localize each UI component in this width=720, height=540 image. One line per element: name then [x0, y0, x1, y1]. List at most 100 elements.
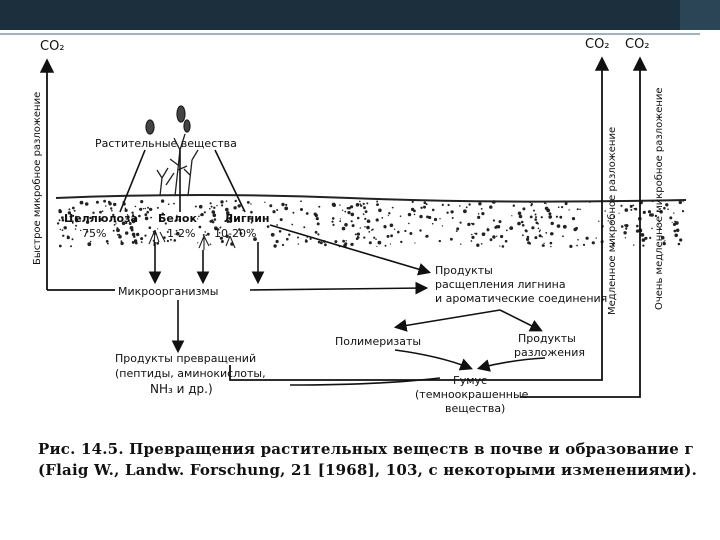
soil-particle: [649, 213, 652, 216]
soil-particle: [342, 227, 346, 231]
soil-particle: [344, 211, 346, 213]
soil-particle: [276, 240, 279, 243]
soil-particle: [106, 240, 109, 243]
soil-particle: [103, 200, 106, 203]
soil-particle: [419, 215, 422, 218]
soil-particle: [385, 227, 387, 229]
soil-particle: [264, 202, 265, 203]
soil-particle: [385, 245, 387, 247]
soil-particle: [67, 236, 70, 239]
soil-particle: [408, 213, 411, 216]
soil-particle: [397, 231, 400, 234]
soil-particle: [621, 225, 624, 228]
soil-particle: [216, 205, 217, 206]
soil-particle: [481, 208, 483, 210]
soil-particle: [482, 232, 486, 236]
soil-particle: [331, 221, 333, 223]
soil-particle: [400, 241, 402, 243]
soil-particle: [679, 238, 682, 241]
soil-particle: [494, 226, 497, 229]
soil-particle: [235, 200, 237, 202]
soil-particle: [347, 211, 350, 214]
soil-particle: [140, 237, 143, 240]
soil-particle: [492, 201, 494, 203]
soil-particle: [400, 215, 402, 217]
soil-particle: [60, 229, 61, 230]
soil-particle: [665, 203, 668, 206]
soil-particle: [161, 199, 164, 202]
lignin-pct: 10-20%: [214, 227, 256, 240]
soil-particle: [195, 206, 197, 208]
soil-particle: [543, 243, 544, 244]
soil-particle: [550, 232, 553, 235]
soil-particle: [509, 226, 513, 230]
soil-particle: [376, 246, 377, 247]
soil-particle: [544, 202, 546, 204]
soil-particle: [539, 234, 542, 237]
soil-particle: [550, 242, 553, 245]
soil-particle: [589, 202, 590, 203]
soil-particle: [604, 210, 606, 212]
soil-particle: [317, 233, 319, 235]
soil-particle: [531, 226, 534, 229]
soil-particle: [478, 202, 481, 205]
soil-particle: [489, 205, 492, 208]
soil-particle: [643, 211, 646, 214]
soil-particle: [120, 242, 123, 245]
soil-particle: [481, 243, 483, 245]
soil-particle: [272, 210, 275, 213]
soil-particle: [207, 233, 210, 236]
soil-particle: [426, 203, 428, 205]
soil-particle: [535, 214, 537, 216]
soil-particle: [517, 222, 521, 226]
soil-particle: [513, 205, 515, 207]
soil-particle: [557, 224, 561, 228]
humus-label-3: вещества): [445, 402, 505, 415]
soil-particle: [478, 213, 480, 215]
soil-particle: [424, 201, 427, 204]
soil-particle: [276, 224, 278, 226]
soil-particle: [460, 222, 462, 224]
soil-particle: [113, 230, 115, 232]
soil-particle: [297, 237, 299, 239]
soil-particle: [320, 241, 323, 244]
co2-right-label-1: CO₂: [585, 37, 610, 52]
soil-particle: [583, 244, 585, 246]
soil-particle: [339, 204, 340, 205]
soil-particle: [390, 243, 391, 244]
soil-particle: [456, 227, 459, 230]
soil-particle: [477, 216, 480, 219]
soil-particle: [306, 212, 309, 215]
lignin-products-label-2: расщепления лигнина: [435, 278, 566, 291]
soil-particle: [533, 210, 535, 212]
soil-particle: [439, 218, 440, 219]
soil-particle: [561, 206, 563, 208]
soil-particle: [376, 203, 379, 206]
soil-particle: [199, 205, 203, 209]
soil-particle: [448, 204, 450, 206]
soil-particle: [118, 235, 122, 239]
soil-particle: [394, 229, 395, 230]
soil-particle: [522, 234, 524, 236]
soil-particle: [212, 210, 216, 214]
soil-particle: [168, 203, 170, 205]
soil-particle: [107, 243, 109, 245]
soil-particle: [105, 205, 107, 207]
soil-particle: [669, 216, 672, 219]
soil-particle: [648, 210, 651, 213]
soil-particle: [679, 201, 682, 204]
soil-particle: [344, 242, 347, 245]
soil-particle: [357, 233, 360, 236]
soil-particle: [110, 207, 112, 209]
soil-particle: [316, 217, 319, 220]
soil-particle: [366, 226, 370, 230]
soil-particle: [439, 240, 441, 242]
soil-particle: [221, 204, 223, 206]
soil-particle: [572, 217, 575, 220]
soil-particle: [420, 207, 422, 209]
soil-particle: [548, 212, 551, 215]
soil-particle: [411, 208, 414, 211]
soil-particle: [116, 228, 120, 232]
plant-icon: [146, 106, 198, 196]
soil-particle: [135, 206, 137, 208]
